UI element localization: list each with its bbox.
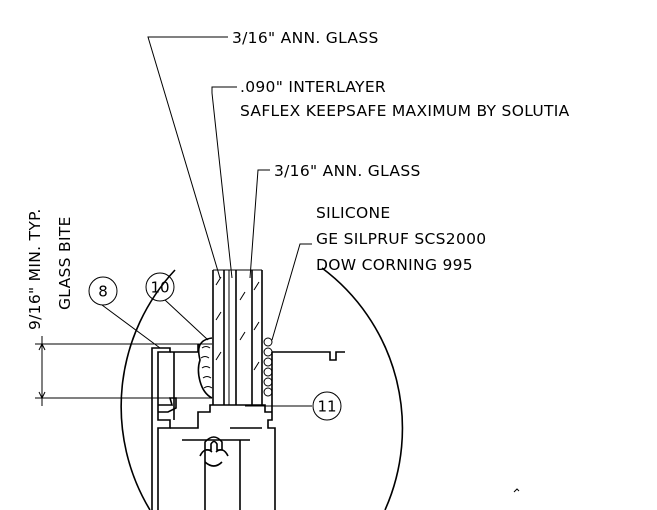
glass-panes <box>212 269 263 405</box>
outer-glass-label: 3/16" ANN. GLASS <box>232 29 379 47</box>
callout-8: 8 <box>88 276 118 306</box>
leader-lines <box>101 36 312 407</box>
silicone-bead-right <box>263 337 273 397</box>
dimension-glass-bite <box>35 336 212 406</box>
frame-profile <box>151 344 345 510</box>
callout-11-label: 11 <box>317 398 336 416</box>
callout-10-label: 10 <box>150 279 169 297</box>
inner-glass-label: 3/16" ANN. GLASS <box>274 162 421 180</box>
scan-mark <box>513 488 520 493</box>
dimension-label: 9/16" MIN. TYP. <box>26 208 44 330</box>
interlayer-product-label: SAFLEX KEEPSAFE MAXIMUM BY SOLUTIA <box>240 102 570 120</box>
callout-8-label: 8 <box>98 283 108 301</box>
silicone-label: SILICONE <box>316 204 390 222</box>
silicone-dow-label: DOW CORNING 995 <box>316 256 473 274</box>
interlayer-label: .090" INTERLAYER <box>240 78 386 96</box>
glass-bite-label: GLASS BITE <box>56 216 74 310</box>
silicone-bead-left <box>197 337 213 399</box>
detail-circle <box>120 267 404 510</box>
silicone-ge-label: GE SILPRUF SCS2000 <box>316 230 486 248</box>
callout-10: 10 <box>145 272 175 302</box>
callout-11: 11 <box>312 391 342 421</box>
